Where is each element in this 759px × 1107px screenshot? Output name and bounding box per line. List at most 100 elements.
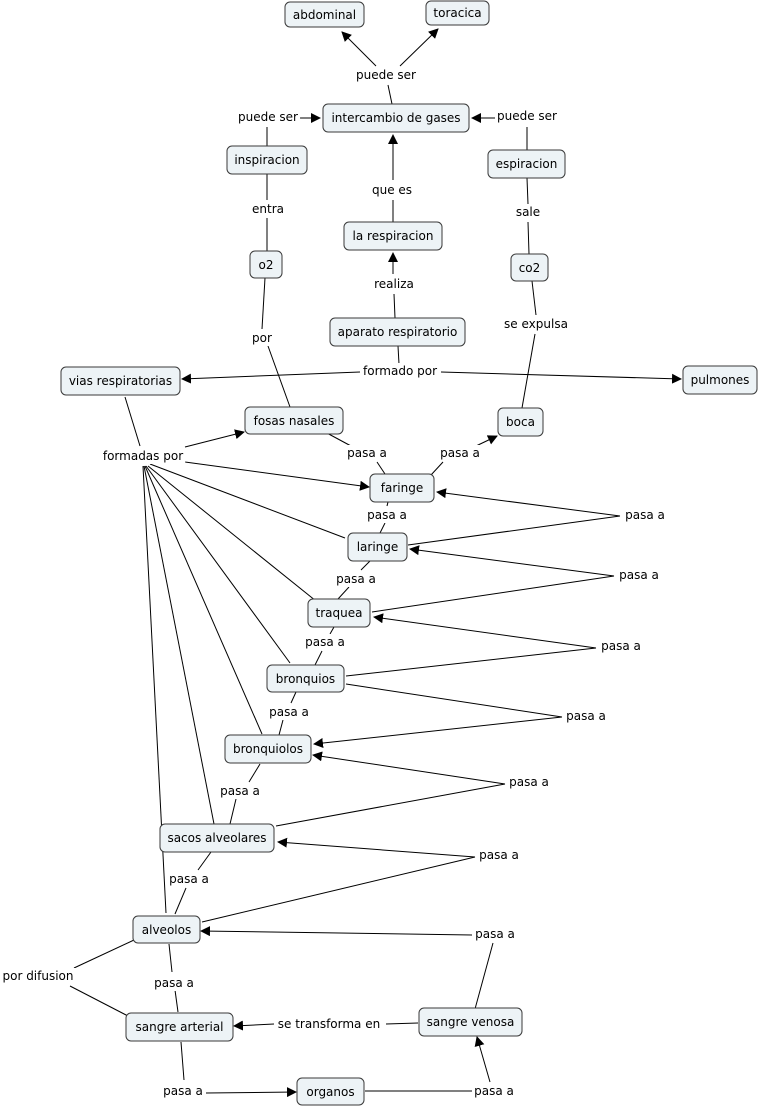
concept-label: aparato respiratorio [338,325,458,339]
concept-label: espiracion [496,157,558,171]
concept-toracica[interactable]: toracica [425,0,490,26]
concept-bronquios[interactable]: bronquios [266,664,345,693]
link-label-bg [161,1083,205,1099]
concept-o2[interactable]: o2 [249,250,283,279]
concept-label: o2 [259,258,274,272]
concept-label: traquea [316,606,363,620]
concept-traquea[interactable]: traquea [307,598,371,628]
concept-nodes: abdominal toracica intercambio de gases … [60,0,758,1106]
link-label-bg [303,634,347,650]
link-label: pasa a [336,572,376,586]
concept-label: boca [506,415,535,429]
link-label: pasa a [154,976,194,990]
link-label: por [252,331,272,345]
link-label-bg [218,783,262,799]
link-label: pasa a [163,1084,203,1098]
concept-sacos-alveolares[interactable]: sacos alveolares [159,823,275,853]
concept-faringe[interactable]: faringe [369,473,435,503]
link-label: puede ser [238,110,298,124]
link-label: se transforma en [278,1017,380,1031]
link-label: formado por [363,364,437,378]
link-label: pasa a [367,508,407,522]
link-label-bg [472,1083,516,1099]
link-label-bg [369,182,415,198]
link-label: pasa a [347,446,387,460]
concept-label: alveolos [142,923,191,937]
link-label: pasa a [566,709,606,723]
concept-sangre-venosa[interactable]: sangre venosa [418,1007,523,1037]
concept-label: sacos alveolares [167,831,266,845]
link-label-bg [275,1016,383,1032]
link-label-bg [495,108,560,124]
concept-boca[interactable]: boca [497,407,544,437]
link-labels: puede ser puede ser puede ser que es ent… [0,67,667,1099]
link-label-bg [0,968,76,984]
concept-la-respiracion[interactable]: la respiracion [343,221,443,251]
link-label: formadas por [103,449,183,463]
link-label: entra [252,202,284,216]
link-label: por difusion [2,969,73,983]
concept-label: faringe [381,481,423,495]
link-label-bg [513,204,543,220]
link-label: pasa a [474,1084,514,1098]
concept-co2[interactable]: co2 [510,253,549,282]
link-label: puede ser [356,68,416,82]
concept-label: co2 [519,261,541,275]
concept-label: intercambio de gases [331,111,460,125]
concept-bronquiolos[interactable]: bronquiolos [224,734,312,764]
concept-intercambio-de-gases[interactable]: intercambio de gases [322,103,470,133]
concept-label: inspiracion [234,153,299,167]
link-label: pasa a [305,635,345,649]
concept-fosas-nasales[interactable]: fosas nasales [244,406,344,435]
concept-espiracion[interactable]: espiracion [487,149,566,179]
concept-sangre-arterial[interactable]: sangre arterial [125,1012,234,1042]
link-label: pasa a [619,568,659,582]
link-label-bg [365,507,409,523]
link-label: pasa a [440,446,480,460]
link-label: pasa a [601,639,641,653]
concept-label: bronquios [276,672,335,686]
concept-label: pulmones [691,373,750,387]
concept-label: organos [306,1085,354,1099]
concept-abdominal[interactable]: abdominal [284,1,365,28]
link-label-bg [267,704,311,720]
link-label-bg [372,276,416,292]
link-label: pasa a [269,705,309,719]
link-label-bg [250,201,286,217]
link-label-bg [502,316,570,332]
concept-label: abdominal [293,8,356,22]
link-label-bg [334,571,378,587]
link-label-bg [617,567,661,583]
link-label: pasa a [169,872,209,886]
link-label: pasa a [625,508,665,522]
concept-vias-respiratorias[interactable]: vias respiratorias [60,366,181,396]
concept-organos[interactable]: organos [296,1077,365,1106]
link-label-bg [354,67,419,83]
link-label-bg [361,363,440,379]
concept-label: bronquiolos [233,742,303,756]
link-label: realiza [374,277,414,291]
concept-aparato-respiratorio[interactable]: aparato respiratorio [329,317,466,347]
link-label: pasa a [475,927,515,941]
concept-label: sangre venosa [427,1015,515,1029]
link-label-bg [507,774,551,790]
concept-label: toracica [433,6,481,20]
link-label-bg [152,975,196,991]
link-label-bg [564,708,608,724]
link-label-bg [477,847,521,863]
link-label-bg [623,507,667,523]
link-label: pasa a [479,848,519,862]
link-label: se expulsa [504,317,568,331]
link-label-bg [100,448,186,464]
concept-laringe[interactable]: laringe [347,532,408,562]
concept-label: fosas nasales [254,414,335,428]
concept-inspiracion[interactable]: inspiracion [226,145,308,175]
link-label: que es [372,183,412,197]
link-label: puede ser [497,109,557,123]
concept-pulmones[interactable]: pulmones [682,365,758,395]
concept-label: la respiracion [353,229,434,243]
link-label-bg [167,871,211,887]
link-label-bg [599,638,643,654]
concept-alveolos[interactable]: alveolos [132,915,201,944]
